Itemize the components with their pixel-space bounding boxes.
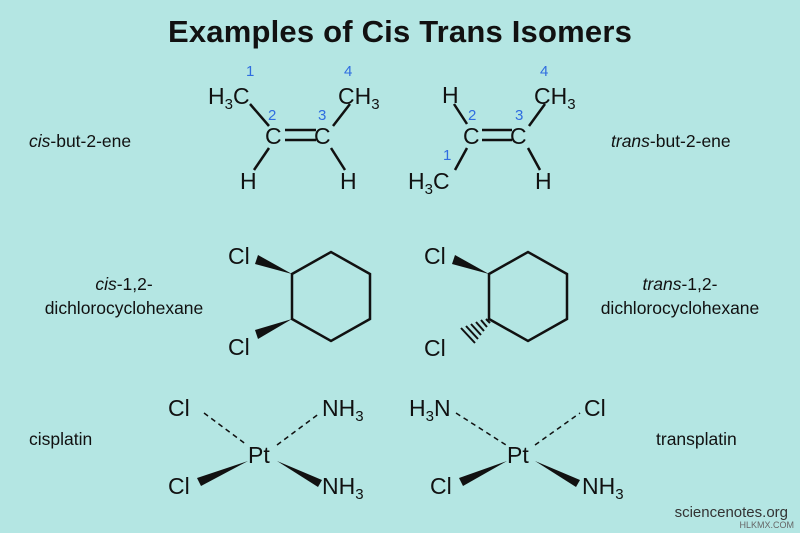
svg-text:CH3: CH3 [534, 83, 576, 113]
svg-text:CH3: CH3 [338, 83, 380, 113]
trans-dichloro-structure: Cl Cl [424, 243, 569, 361]
cis-h-right: H [340, 168, 357, 194]
trans-h3c-c: C [433, 168, 450, 194]
svg-text:H3C: H3C [408, 168, 450, 198]
svg-text:NH3: NH3 [582, 473, 624, 503]
transplatin-structure: Pt H3N Cl Cl NH3 [409, 395, 624, 503]
cisplatin-cl-bottom: Cl [168, 473, 190, 499]
trans-num-2: 2 [468, 107, 476, 124]
trans-ch3-sub: 3 [567, 96, 575, 113]
cis-dichloro-rest: -1,2- [116, 274, 153, 294]
trans-dichloro-line1: trans-1,2- [580, 272, 780, 296]
svg-text:NH3: NH3 [322, 473, 364, 503]
svg-text:H3C: H3C [208, 83, 250, 113]
cis-ch3-h: H [355, 83, 372, 109]
cis-num-1: 1 [246, 63, 254, 80]
cisplatin-nh3-top-n: N [322, 395, 339, 421]
trans-num-1: 1 [443, 147, 451, 164]
cis-c2: C [265, 123, 282, 149]
trans-ch3-c: C [534, 83, 551, 109]
trans-num-4: 4 [540, 63, 548, 80]
cisplatin-nh3-top-sub: 3 [355, 408, 363, 425]
cis-butene-structure: H3C 1 2 3 4 C C CH3 H H [208, 63, 380, 194]
trans-h-top: H [442, 82, 459, 108]
cis-butene-rest: -but-2-ene [50, 131, 132, 151]
cis-dichloro-line1: cis-1,2- [24, 272, 224, 296]
trans-butene-label: trans-but-2-ene [611, 129, 731, 153]
cisplatin-nh3-top-h: H [339, 395, 356, 421]
transplatin-nh3-h: H [599, 473, 616, 499]
cisplatin-label: cisplatin [29, 429, 93, 449]
cis-c3: C [314, 123, 331, 149]
trans-h-bottom: H [535, 168, 552, 194]
watermark: HLKMX.COM [739, 520, 794, 530]
cis-num-2: 2 [268, 107, 276, 124]
trans-cl-bottom: Cl [424, 335, 446, 361]
trans-dichloro-line2: dichlorocyclohexane [600, 298, 760, 318]
trans-prefix: trans [611, 131, 650, 151]
cis-butene-label: cis-but-2-ene [29, 129, 131, 153]
cis-ch3-sub: 3 [371, 96, 379, 113]
trans-cl-top: Cl [424, 243, 446, 269]
cisplatin-nh3-bottom-n: N [322, 473, 339, 499]
cis-dichloro-label: cis-1,2- dichlorocyclohexane [24, 272, 224, 320]
cisplatin-nh3-bottom-h: H [339, 473, 356, 499]
transplatin-nh3-sub: 3 [615, 486, 623, 503]
transplatin-cl-top: Cl [584, 395, 606, 421]
cis-num-4: 4 [344, 63, 352, 80]
cis-h3c-sub: 3 [225, 96, 233, 113]
trans-dichloro-prefix: trans [642, 274, 682, 294]
cisplatin-cl-top: Cl [168, 395, 190, 421]
svg-text:NH3: NH3 [322, 395, 364, 425]
trans-h3c-sub: 3 [425, 181, 433, 198]
cisplatin-pt: Pt [248, 442, 270, 468]
transplatin-nh3-n: N [582, 473, 599, 499]
trans-butene-structure: H 2 3 4 1 C C CH3 H3C H [408, 63, 576, 198]
source-credit: sciencenotes.org [674, 504, 788, 521]
cis-num-3: 3 [318, 107, 326, 124]
trans-butene-rest: -but-2-ene [649, 131, 731, 151]
cis-h3c-c: C [233, 83, 250, 109]
trans-dichloro-label: trans-1,2- dichlorocyclohexane [580, 272, 780, 320]
trans-ch3-h: H [551, 83, 568, 109]
cisplatin-nh3-bottom-sub: 3 [355, 486, 363, 503]
cis-ch3-c: C [338, 83, 355, 109]
page-title: Examples of Cis Trans Isomers [167, 14, 633, 49]
trans-dichloro-rest: -1,2- [681, 274, 718, 294]
trans-c3: C [510, 123, 527, 149]
transplatin-h3n-n: N [434, 395, 451, 421]
transplatin-h3n-sub: 3 [426, 408, 434, 425]
cis-dichloro-structure: Cl Cl [228, 243, 372, 360]
trans-h3c-h: H [408, 168, 425, 194]
trans-num-3: 3 [515, 107, 523, 124]
cisplatin-structure: Pt Cl Cl NH3 NH3 [168, 395, 364, 503]
transplatin-cl-bottom: Cl [430, 473, 452, 499]
cis-dichloro-line2: dichlorocyclohexane [44, 298, 204, 318]
cis-h-left: H [240, 168, 257, 194]
cis-cl-top: Cl [228, 243, 250, 269]
svg-text:H3N: H3N [409, 395, 451, 425]
cis-prefix: cis [29, 131, 51, 151]
cis-h3c-h: H [208, 83, 225, 109]
transplatin-pt: Pt [507, 442, 529, 468]
cis-cl-bottom: Cl [228, 334, 250, 360]
transplatin-label: transplatin [656, 429, 737, 449]
transplatin-h3n-h: H [409, 395, 426, 421]
cis-dichloro-prefix: cis [95, 274, 117, 294]
trans-c2: C [463, 123, 480, 149]
